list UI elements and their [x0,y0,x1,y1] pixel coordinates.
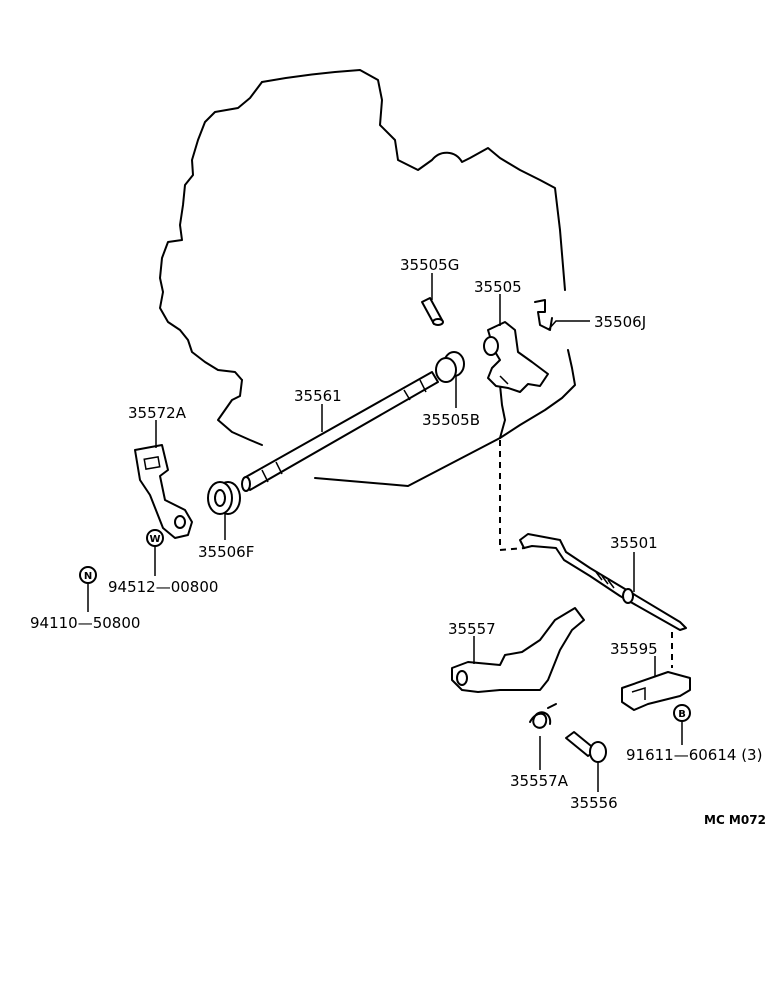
bracket [621,671,691,711]
label-35505: 35505 [474,278,522,296]
pivot-pin [565,731,607,763]
label-91611-60614: 91611—60614 (3) [626,746,762,764]
leader-lines [87,273,683,792]
control-lever [134,444,193,539]
label-35501: 35501 [610,534,658,552]
detent-lever [483,321,549,393]
bolt-symbol: B [673,704,691,722]
shift-shaft [241,371,439,492]
label-35505b: 35505B [422,411,480,429]
washer-symbol: W [146,529,164,547]
transmission-case-outline [159,69,673,668]
label-35506f: 35506F [198,543,254,561]
connecting-rod [519,533,687,631]
label-94110-50800: 94110—50800 [30,614,140,632]
clip [534,299,553,331]
oil-seal [207,481,241,515]
label-35505g: 35505G [400,256,459,274]
nut-badge-letter: N [84,571,92,582]
label-35561: 35561 [294,387,342,405]
label-35557: 35557 [448,620,496,638]
label-94512-00800: 94512—00800 [108,578,218,596]
bushing [435,351,465,383]
label-35557a: 35557A [510,772,569,790]
drawing-code: MC M072 [704,813,766,827]
spring [529,703,557,729]
washer-badge-letter: W [149,534,160,545]
label-35572a: 35572A [128,404,187,422]
pin [421,297,444,326]
label-35595: 35595 [610,640,658,658]
bolt-badge-letter: B [678,709,686,720]
nut-symbol: N [79,566,97,584]
label-35506j: 35506J [594,313,646,331]
lever-arm [451,607,585,693]
label-35556: 35556 [570,794,618,812]
